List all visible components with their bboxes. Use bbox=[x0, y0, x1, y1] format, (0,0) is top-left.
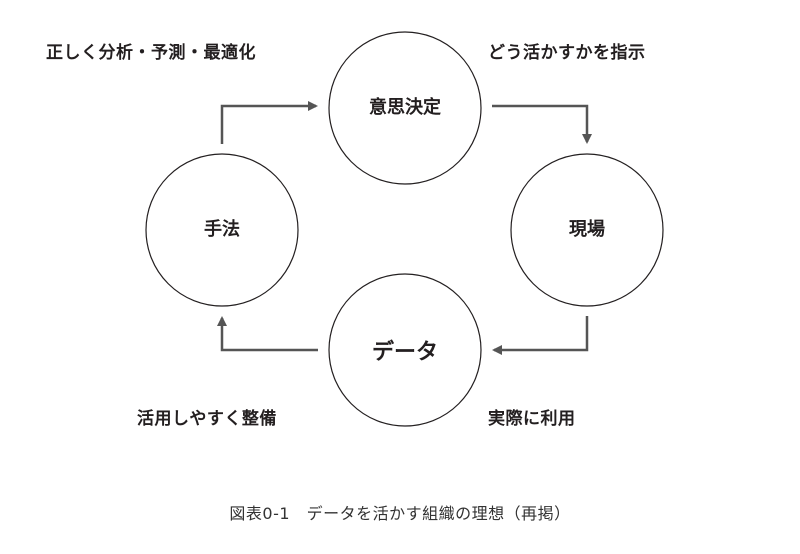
figure-caption: 図表0-1 データを活かす組織の理想（再掲） bbox=[229, 504, 571, 523]
node-decision-label: 意思決定 bbox=[369, 97, 441, 118]
arrow-field-to-data bbox=[492, 316, 589, 355]
annotation-bottom-right: 実際に利用 bbox=[488, 409, 576, 429]
annotation-top-left: 正しく分析・予測・最適化 bbox=[46, 43, 256, 63]
field-circle bbox=[510, 153, 664, 307]
arrow-data-to-method bbox=[217, 316, 318, 352]
decision-circle bbox=[328, 31, 482, 185]
annotation-bottom-left: 活用しやすく整備 bbox=[137, 409, 277, 429]
arrow-method-to-decision bbox=[220, 101, 318, 144]
node-data-label: データ bbox=[371, 340, 439, 365]
arrow-decision-to-field bbox=[492, 104, 592, 144]
annotation-top-right: どう活かすかを指示 bbox=[488, 43, 646, 63]
node-field-label: 現場 bbox=[569, 219, 605, 240]
method-circle bbox=[145, 153, 299, 307]
data-circle bbox=[328, 273, 482, 427]
node-method-label: 手法 bbox=[204, 219, 240, 240]
